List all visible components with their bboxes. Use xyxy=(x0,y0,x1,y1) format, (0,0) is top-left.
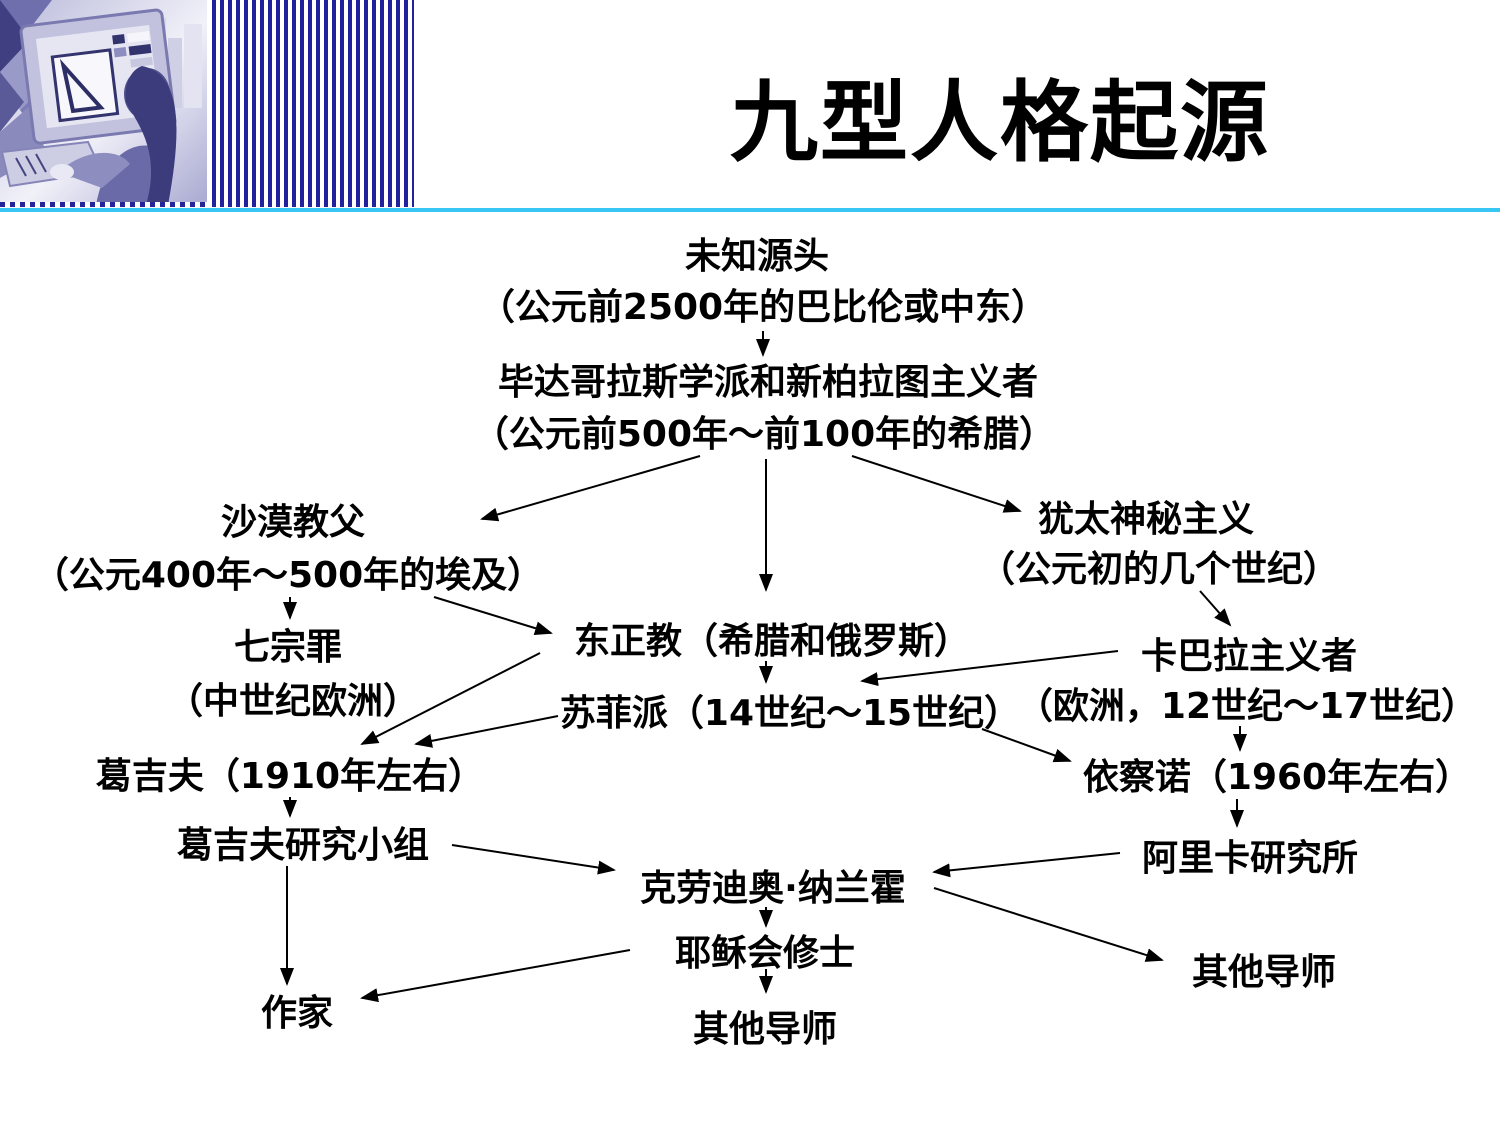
node-desert-fathers: 沙漠教父 xyxy=(220,502,366,543)
node-writers: 作家 xyxy=(260,993,334,1034)
node-seven-sins: 七宗罪 xyxy=(233,627,343,668)
node-other-teachers-center: 其他导师 xyxy=(692,1009,838,1050)
arrow-sufis-to-gurdjieff xyxy=(414,715,559,748)
node-ichazo: 依察诺（1960年左右） xyxy=(1082,757,1472,798)
arrow-kabbalists-to-sufis xyxy=(860,650,1119,687)
node-unknown-source-detail: （公元前2500年的巴比伦或中东） xyxy=(478,287,1048,328)
node-jewish-mysticism-detail: （公元初的几个世纪） xyxy=(978,549,1340,590)
arrow-pythagoreans-to-jewish-mysticism xyxy=(851,455,1022,513)
arrow-pythagoreans-to-desert-fathers xyxy=(480,455,701,522)
arrow-naranjo-to-other-teachers-right xyxy=(933,887,1164,962)
node-jesuits: 耶稣会修士 xyxy=(674,933,856,974)
arrow-jesuits-to-writers xyxy=(360,949,631,1003)
arrow-arica-to-naranjo xyxy=(932,852,1121,878)
clipart-dashed-border xyxy=(0,202,207,207)
node-eastern-orthodox: 东正教（希腊和俄罗斯） xyxy=(573,621,971,662)
node-pythagoreans: 毕达哥拉斯学派和新柏拉图主义者 xyxy=(497,362,1039,403)
node-unknown-source: 未知源头 xyxy=(684,236,830,277)
node-seven-sins-detail: （中世纪欧洲） xyxy=(166,681,420,722)
arrow-jewish-mysticism-to-kabbalists xyxy=(1199,590,1232,627)
node-gurdjieff: 葛吉夫（1910年左右） xyxy=(95,756,485,797)
node-sufis: 苏菲派（14世纪～15世纪） xyxy=(559,693,1021,734)
node-kabbalists: 卡巴拉主义者 xyxy=(1140,636,1358,677)
arrow-eastern-orthodox-to-gurdjieff xyxy=(360,652,541,745)
node-naranjo: 克劳迪奥·纳兰霍 xyxy=(640,868,906,909)
node-gurdjieff-group: 葛吉夫研究小组 xyxy=(176,825,430,866)
arrow-group-to-naranjo xyxy=(451,844,616,875)
node-kabbalists-detail: （欧洲，12世纪～17世纪） xyxy=(1016,686,1478,727)
header-stripes xyxy=(210,0,414,207)
node-arica-institute: 阿里卡研究所 xyxy=(1141,838,1359,879)
slide-title: 九型人格起源 xyxy=(729,71,1270,174)
header-divider-line xyxy=(0,208,1500,212)
node-other-teachers-right: 其他导师 xyxy=(1191,952,1337,993)
computer-user-clipart xyxy=(0,0,207,207)
arrow-sufis-to-ichazo xyxy=(981,728,1072,763)
node-pythagoreans-detail: （公元前500年～前100年的希腊） xyxy=(472,414,1056,455)
node-desert-fathers-detail: （公元400年～500年的埃及） xyxy=(32,555,544,596)
clipart-image xyxy=(0,0,207,205)
arrow-desert-fathers-to-eastern-orthodox xyxy=(433,596,553,635)
node-jewish-mysticism: 犹太神秘主义 xyxy=(1037,499,1255,540)
